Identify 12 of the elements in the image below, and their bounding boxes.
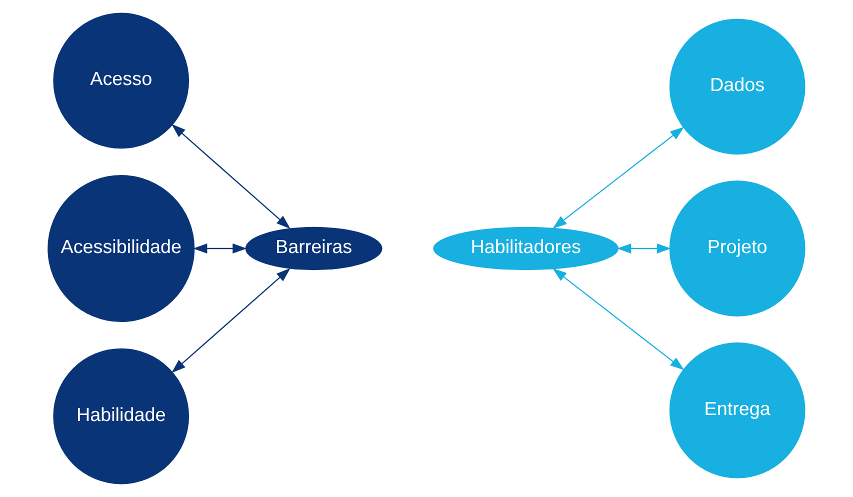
arrow [193,244,247,254]
node-circle: Acessibilidade [48,174,195,322]
arrow [552,268,684,370]
node-ellipse: Barreiras [245,226,382,270]
node-circle: Habilidade [53,348,190,484]
arrow [171,268,290,373]
arrow [171,124,290,229]
node-circle: Acesso [53,12,190,149]
arrow [552,126,684,229]
arrow [616,244,672,254]
node-circle: Projeto [669,180,806,316]
node-ellipse: Habilitadores [433,226,619,270]
